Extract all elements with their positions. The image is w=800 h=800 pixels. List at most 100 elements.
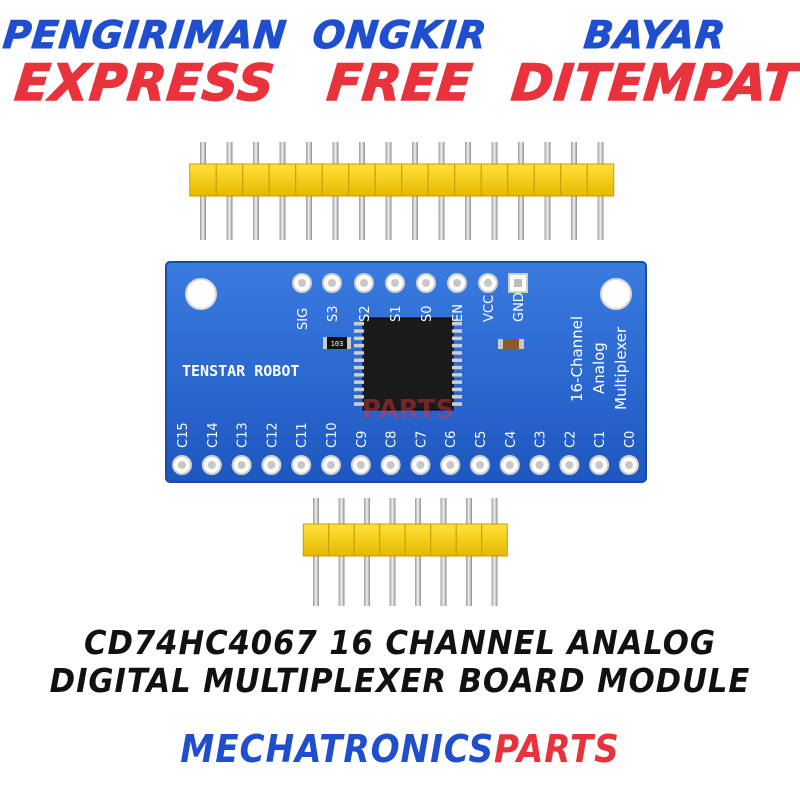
bottom-pin-label: C8 <box>385 431 400 448</box>
banner-shipping-bottom: EXPRESS <box>12 53 279 113</box>
top-pin-label: EN <box>451 304 466 322</box>
product-image: 103 TENSTAR ROBOT 16-Channel Analog Mult… <box>165 142 647 606</box>
header-pin <box>430 498 457 606</box>
banner-shipping-top: PENGIRIMAN <box>1 13 290 58</box>
bottom-pad <box>350 455 371 475</box>
bottom-pad <box>291 455 312 475</box>
mounting-hole <box>185 278 217 310</box>
bottom-pin-label: C12 <box>265 422 280 448</box>
bottom-pin-label: C15 <box>176 422 191 448</box>
top-pad <box>416 273 436 293</box>
top-pad <box>385 273 405 293</box>
store-name-part-1: MECHATRONICS <box>180 727 495 771</box>
bottom-pin-label: C10 <box>325 422 340 448</box>
top-pad <box>478 273 498 293</box>
top-pin-label: S2 <box>358 305 373 322</box>
ic-chip <box>354 317 462 411</box>
header-pin <box>401 142 429 240</box>
banner-ongkir-bottom: FREE <box>324 53 477 113</box>
header-pin <box>455 498 483 606</box>
bottom-pad <box>261 455 282 475</box>
bottom-pad <box>380 455 401 475</box>
header-pin <box>404 498 432 606</box>
product-title-line-2: DIGITAL MULTIPLEXER BOARD MODULE <box>49 661 751 700</box>
header-pin <box>353 498 381 606</box>
header-pin <box>427 142 456 240</box>
bottom-pin-label: C9 <box>355 431 370 448</box>
bottom-pin-label: C6 <box>444 431 459 448</box>
header-pin <box>507 142 535 240</box>
top-pad <box>508 273 528 293</box>
top-pad <box>447 273 467 293</box>
board-label-analog: Analog <box>590 342 608 394</box>
header-pin <box>268 142 297 240</box>
bottom-pad <box>410 455 431 475</box>
bottom-pin-label: C0 <box>623 431 638 448</box>
top-pin-label: S1 <box>389 305 404 322</box>
bottom-pad <box>499 455 520 475</box>
bottom-pad <box>619 455 639 475</box>
bottom-pad <box>231 455 252 475</box>
bottom-pin-label: C7 <box>414 431 429 448</box>
banner-cod-bottom: DITEMPAT <box>508 53 800 113</box>
board-label-multiplexer: Multiplexer <box>612 326 630 410</box>
top-pin-label: VCC <box>482 295 497 322</box>
top-pad <box>322 273 342 293</box>
resistor-label: 103 <box>331 340 344 348</box>
top-pad <box>354 273 374 293</box>
header-pin <box>481 498 508 606</box>
bottom-pin-label: C11 <box>295 422 310 448</box>
top-pad <box>292 273 312 293</box>
bottom-pin-label: C1 <box>593 431 608 448</box>
bottom-pin-label: C4 <box>504 431 519 448</box>
header-pin <box>302 498 330 606</box>
banner-cod: BAYAR DITEMPAT <box>508 13 800 113</box>
bottom-pad <box>589 455 610 475</box>
mounting-hole <box>600 278 632 310</box>
banner-shipping: PENGIRIMAN EXPRESS <box>0 13 290 113</box>
header-pin <box>374 142 403 240</box>
bottom-pin-label: C3 <box>534 431 549 448</box>
header-pin <box>379 498 406 606</box>
bottom-pin-label: C13 <box>236 422 251 448</box>
header-pin <box>189 142 217 240</box>
pcb-board: 103 TENSTAR ROBOT 16-Channel Analog Mult… <box>165 261 647 483</box>
header-pin <box>295 142 323 240</box>
bottom-pad <box>172 455 192 475</box>
header-pin <box>242 142 270 240</box>
top-pin-label: S0 <box>420 305 435 322</box>
top-pin-label: SIG <box>296 308 311 330</box>
watermark: PARTS <box>362 395 454 425</box>
header-pin <box>480 142 509 240</box>
bottom-pin-label: C2 <box>563 431 578 448</box>
banner-ongkir: ONGKIR FREE <box>300 13 500 113</box>
bottom-pad <box>440 455 461 475</box>
board-label-16-channel: 16-Channel <box>568 316 586 402</box>
bottom-pin-label: C5 <box>474 431 489 448</box>
bottom-pad <box>470 455 490 475</box>
banner-cod-top: BAYAR <box>581 13 729 58</box>
store-name: MECHATRONICSPARTS <box>40 727 760 771</box>
header-pin <box>215 142 244 240</box>
store-name-part-2: PARTS <box>494 727 620 771</box>
bottom-pin-label: C14 <box>206 422 221 448</box>
pin-header-8 <box>302 498 508 606</box>
banner-ongkir-top: ONGKIR <box>310 13 490 58</box>
product-title-line-1: CD74HC4067 16 CHANNEL ANALOG <box>84 623 716 662</box>
header-pin <box>533 142 562 240</box>
capacitor <box>498 339 524 349</box>
header-pin <box>586 142 615 240</box>
bottom-pad <box>559 455 580 475</box>
top-pin-label: S3 <box>326 305 341 322</box>
bottom-pad <box>529 455 550 475</box>
board-brand-text: TENSTAR ROBOT <box>182 362 299 380</box>
pin-header-16 <box>189 142 615 240</box>
header-pin <box>560 142 588 240</box>
bottom-pad <box>201 455 222 475</box>
header-pin <box>328 498 355 606</box>
product-title: CD74HC4067 16 CHANNEL ANALOG DIGITAL MUL… <box>28 624 772 700</box>
header-pin <box>454 142 482 240</box>
resistor: 103 <box>323 337 351 349</box>
bottom-pad <box>321 455 341 475</box>
header-pin <box>348 142 376 240</box>
